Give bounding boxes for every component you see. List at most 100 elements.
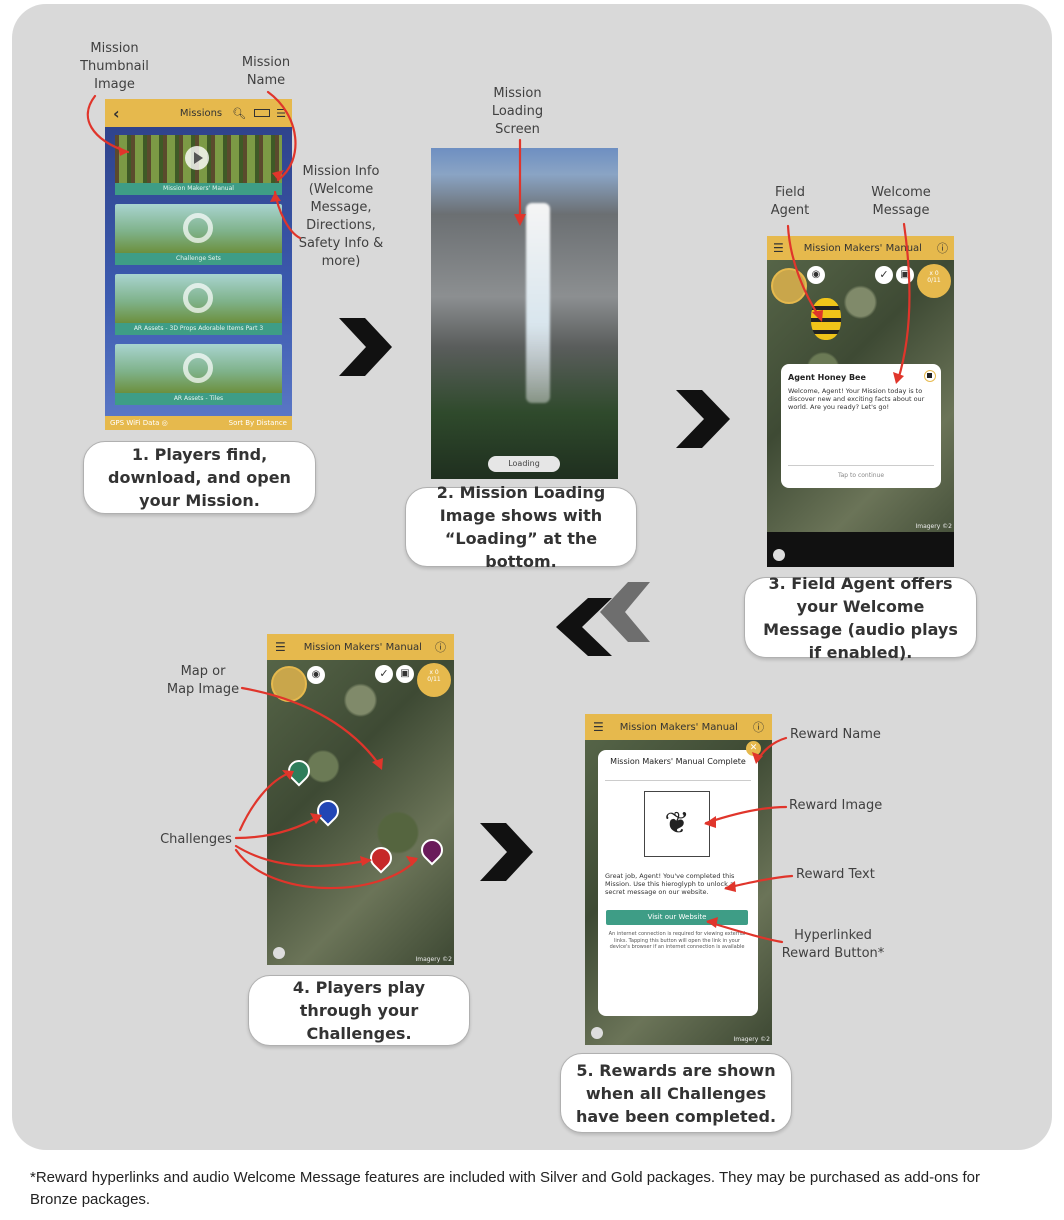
reward-text: Great job, Agent! You've completed this … xyxy=(605,872,735,896)
dialog-divider xyxy=(788,465,934,466)
download-icon[interactable] xyxy=(183,283,213,313)
menu-icon[interactable]: ☰ xyxy=(275,640,286,654)
internet-note: An internet connection is required for v… xyxy=(608,931,746,950)
step-4-caption: 4. Players play through your Challenges. xyxy=(248,975,470,1046)
info-icon[interactable]: ⓘ xyxy=(753,721,764,734)
connection-status: GPS WiFi Data ◎ xyxy=(110,419,168,427)
menu-icon[interactable]: ☰ xyxy=(773,241,784,255)
arrow-field-agent xyxy=(786,224,822,320)
phone-loading-screen: Loading xyxy=(431,148,618,479)
search-icon[interactable]: 🔍︎ xyxy=(232,106,247,120)
dialog-divider xyxy=(605,780,751,781)
arrow-reward-image xyxy=(704,805,788,825)
label-loading-screen: Mission Loading Screen xyxy=(491,86,544,137)
sort-icon[interactable]: ☰ xyxy=(276,106,286,120)
download-icon[interactable] xyxy=(183,213,213,243)
reward-image: ❦ xyxy=(644,791,710,857)
welcome-text: Welcome, Agent! Your Mission today is to… xyxy=(788,387,925,411)
map-title: Mission Makers' Manual xyxy=(303,641,422,653)
arrow-map xyxy=(240,686,382,768)
label-reward-text: Reward Text xyxy=(796,867,875,882)
mission-card-label-4[interactable]: AR Assets - Tiles xyxy=(115,393,282,405)
eye-icon[interactable]: ◉ xyxy=(307,666,325,684)
label-mission-name: Mission Name xyxy=(241,55,291,88)
eye-icon[interactable]: ◉ xyxy=(807,266,825,284)
missions-top-bar: ‹ Missions 🔍︎ ☰ xyxy=(105,99,292,127)
label-challenges: Challenges xyxy=(160,832,232,847)
step-3-caption: 3. Field Agent offers your Welcome Messa… xyxy=(744,574,977,662)
step-2-caption: 2. Mission Loading Image shows with “Loa… xyxy=(405,483,637,571)
next-arrow-1 xyxy=(339,318,392,376)
reward-screen-title: Mission Makers' Manual xyxy=(619,721,738,733)
phone-map: ☰ Mission Makers' Manual ⓘ ◉ ✓ ▣ x 0 0/1… xyxy=(267,634,454,965)
stop-audio-icon[interactable] xyxy=(924,370,936,382)
arrow-ch-1 xyxy=(238,770,294,832)
loading-pill: Loading xyxy=(488,456,560,472)
welcome-top-bar: ☰ Mission Makers' Manual ⓘ xyxy=(767,236,954,260)
item-count: x 0 xyxy=(429,669,439,676)
label-map: Map or Map Image xyxy=(166,664,240,697)
arrow-welcome xyxy=(896,222,911,382)
close-icon[interactable]: ✕ xyxy=(746,741,761,756)
step-1-caption: 1. Players find, download, and open your… xyxy=(83,441,316,514)
label-mission-info: Mission Info (Welcome Message, Direction… xyxy=(298,164,384,269)
imagery-credit: Imagery ©2 xyxy=(915,523,952,530)
back-arrow-black xyxy=(556,598,612,656)
agent-name: Agent Honey Bee xyxy=(788,373,866,382)
label-reward-name: Reward Name xyxy=(790,727,881,742)
label-field-agent: Field Agent xyxy=(770,185,810,218)
play-triangle-icon xyxy=(194,152,203,164)
gift-icon[interactable]: ▣ xyxy=(396,665,414,683)
label-thumbnail: Mission Thumbnail Image xyxy=(80,41,149,92)
label-reward-image: Reward Image xyxy=(789,798,883,813)
arrow-ch-2 xyxy=(234,814,322,840)
compass-icon[interactable] xyxy=(273,947,285,959)
reward-dialog[interactable]: Mission Makers' Manual Complete ❦ Great … xyxy=(598,750,758,1016)
arrow-ch-3 xyxy=(234,844,372,868)
imagery-credit: Imagery ©2 xyxy=(733,1036,770,1043)
phone-welcome: ☰ Mission Makers' Manual ⓘ ◉ ✓ ▣ x 0 0/1… xyxy=(767,236,954,567)
menu-icon[interactable]: ☰ xyxy=(593,720,604,734)
arrow-hyperlink xyxy=(706,920,784,944)
footnote: *Reward hyperlinks and audio Welcome Mes… xyxy=(30,1169,980,1208)
missions-title: Missions xyxy=(179,107,223,119)
arrow-thumb xyxy=(86,94,130,154)
mission-card-label-3[interactable]: AR Assets - 3D Props Adorable Items Part… xyxy=(115,323,282,335)
phone-reward: ☰ Mission Makers' Manual ⓘ Mission Maker… xyxy=(585,714,772,1045)
download-icon[interactable] xyxy=(183,353,213,383)
mission-card-label-1[interactable]: Mission Makers' Manual xyxy=(115,183,282,195)
imagery-credit: Imagery ©2 xyxy=(415,956,452,963)
info-icon[interactable]: ⓘ xyxy=(937,242,948,255)
missions-footer: GPS WiFi Data ◎ Sort By Distance xyxy=(105,416,292,430)
waterfall-image xyxy=(526,203,550,403)
field-agent-avatar[interactable] xyxy=(771,268,807,304)
arrow-reward-text xyxy=(724,874,794,890)
progress-badge: x 0 0/11 xyxy=(417,663,451,697)
phone-missions-list: ‹ Missions 🔍︎ ☰ Mission Makers' Manual C… xyxy=(105,99,292,430)
back-arrow-grey xyxy=(600,582,650,642)
ruler-icon[interactable] xyxy=(254,109,271,117)
check-icon[interactable]: ✓ xyxy=(875,266,893,284)
bottom-bar xyxy=(767,532,954,567)
arrow-ch-4 xyxy=(234,848,418,890)
challenge-progress: 0/11 xyxy=(427,676,441,683)
label-hyperlinked: Hyperlinked Reward Button* xyxy=(781,928,885,961)
info-icon[interactable]: ⓘ xyxy=(435,641,446,654)
tap-to-continue[interactable]: Tap to continue xyxy=(837,472,885,479)
next-arrow-2 xyxy=(676,390,730,448)
challenge-progress: 0/11 xyxy=(927,277,941,284)
map-top-bar: ☰ Mission Makers' Manual ⓘ xyxy=(267,634,454,660)
welcome-title: Mission Makers' Manual xyxy=(803,242,922,254)
mission-card-label-2[interactable]: Challenge Sets xyxy=(115,253,282,265)
sort-by-distance[interactable]: Sort By Distance xyxy=(228,419,287,427)
progress-badge: x 0 0/11 xyxy=(917,264,951,298)
compass-icon[interactable] xyxy=(591,1027,603,1039)
next-arrow-3 xyxy=(480,823,533,881)
compass-icon[interactable] xyxy=(773,549,785,561)
welcome-dialog[interactable]: Agent Honey Bee Welcome, Agent! Your Mis… xyxy=(781,364,941,488)
back-icon[interactable]: ‹ xyxy=(113,103,120,123)
honey-bee-icon xyxy=(811,298,841,340)
arrow-mission-name xyxy=(266,90,297,182)
check-icon[interactable]: ✓ xyxy=(375,665,393,683)
